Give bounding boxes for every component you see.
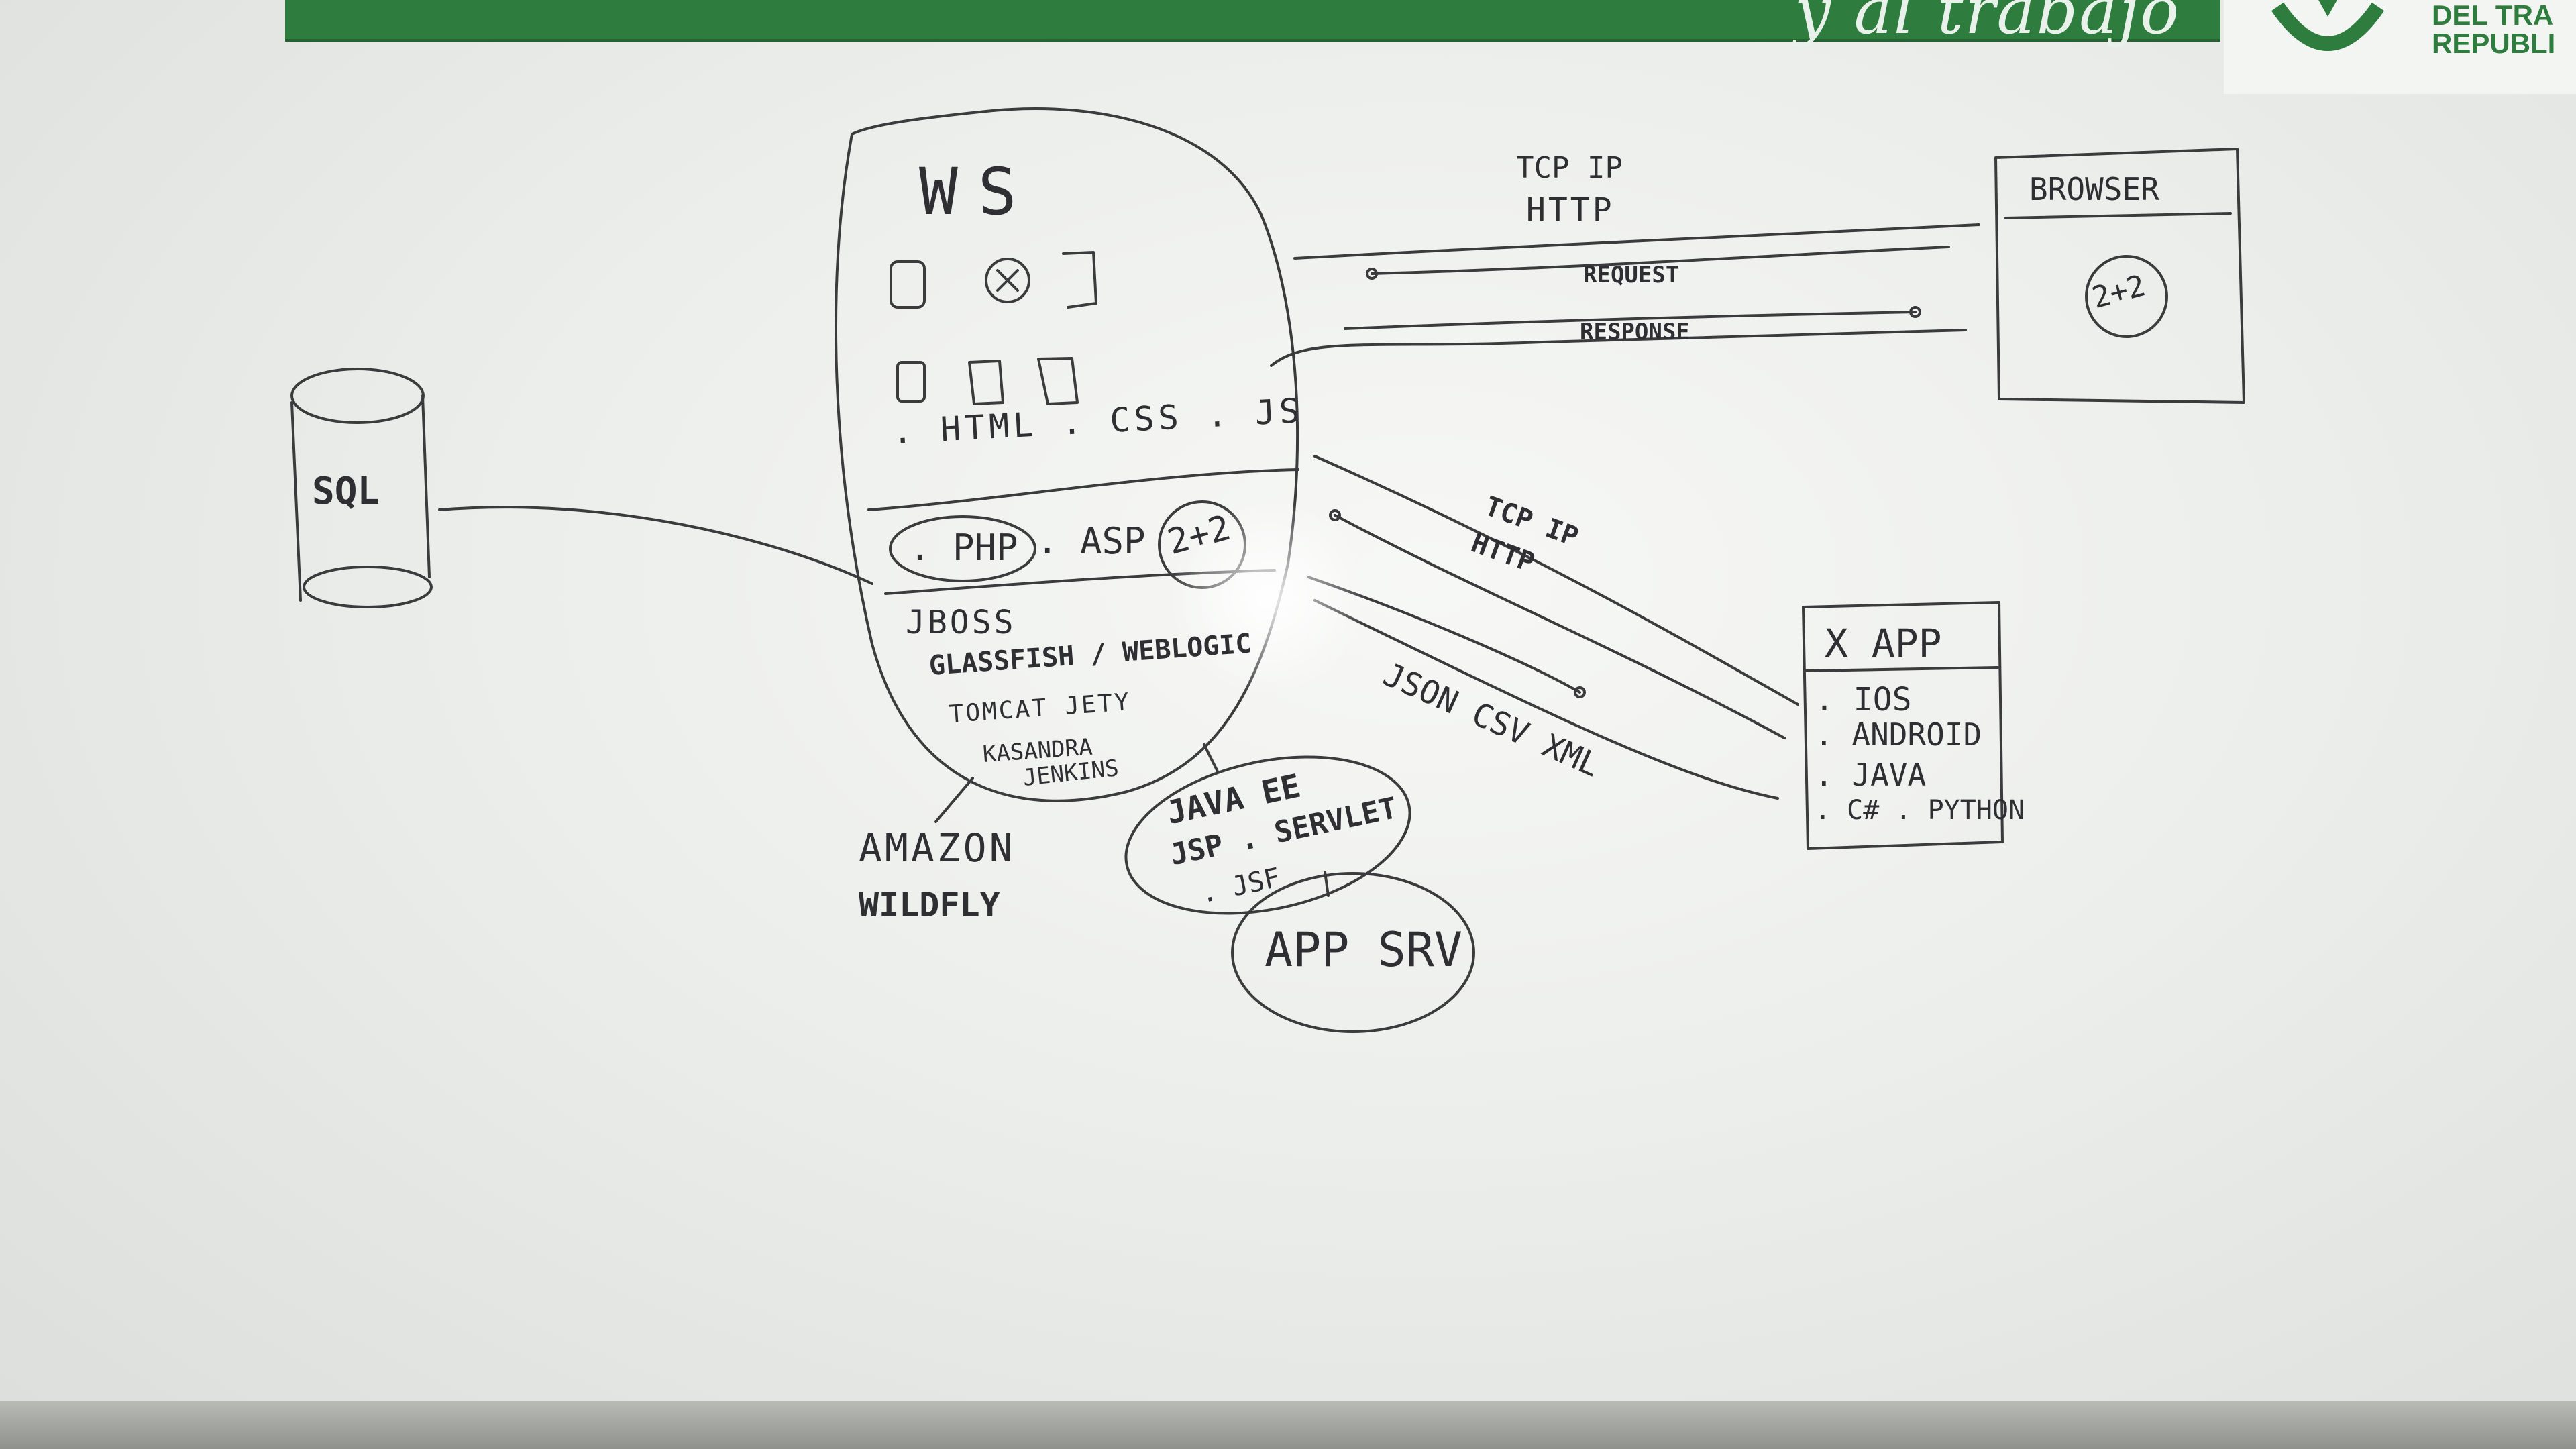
- ministry-logo-icon: [2271, 0, 2385, 51]
- app-link-bottom: [1313, 599, 1779, 800]
- marker-tray: [0, 1401, 2576, 1449]
- wall-banner: y al trabajo: [285, 0, 2220, 48]
- logo-panel: DEL TRA REPUBLI: [2224, 0, 2576, 94]
- xapp-item-android: . ANDROID: [1815, 716, 1982, 753]
- javaee-connector: [1203, 743, 1219, 773]
- php-circle: [889, 515, 1036, 582]
- xapp-title: X APP: [1825, 621, 1942, 666]
- appsrv-circle: [1231, 872, 1475, 1033]
- server-jboss: JBOSS: [906, 604, 1016, 641]
- light-glare: [1167, 496, 1368, 698]
- request-arrow: [1371, 246, 1950, 275]
- javaee-circle: [1124, 755, 1411, 915]
- browser-protocol-http: HTTP: [1526, 191, 1615, 229]
- amazon-label: AMAZON: [859, 825, 1016, 871]
- app-link-top: [1313, 455, 1799, 706]
- amazon-connector: [934, 777, 974, 823]
- appsrv-label: APP SRV: [1265, 922, 1463, 977]
- browser-link-bottom: [1270, 329, 1967, 367]
- page-icons: [890, 251, 1097, 405]
- browser-link-top: [1293, 223, 1980, 260]
- sql-label: SQL: [312, 470, 380, 513]
- app-link-request: [1334, 514, 1786, 739]
- browser-protocol-tcpip: TCP IP: [1516, 151, 1623, 185]
- wildfly-label: WILDFLY: [859, 885, 1000, 924]
- response-arrow: [1344, 311, 1917, 330]
- server-divider-1: [867, 468, 1299, 511]
- response-label: RESPONSE: [1580, 319, 1690, 345]
- xapp-item-csharp-python: . C# . PYTHON: [1815, 795, 2025, 826]
- xapp-box: [1802, 601, 2004, 850]
- banner-text: y al trabajo: [1794, 0, 2180, 48]
- sql-connection: [438, 506, 873, 585]
- browser-box: [1994, 148, 2245, 404]
- browser-title: BROWSER: [2029, 171, 2159, 207]
- server-title: WS: [919, 154, 1037, 229]
- sql-cylinder: [290, 368, 433, 608]
- server-php: . PHP: [909, 527, 1018, 569]
- xapp-item-java: . JAVA: [1815, 757, 1927, 793]
- server-asp: . ASP: [1036, 520, 1146, 562]
- xapp-item-ios: . IOS: [1815, 681, 1912, 718]
- logo-text: DEL TRA REPUBLI: [2432, 0, 2556, 59]
- request-label: REQUEST: [1583, 262, 1680, 288]
